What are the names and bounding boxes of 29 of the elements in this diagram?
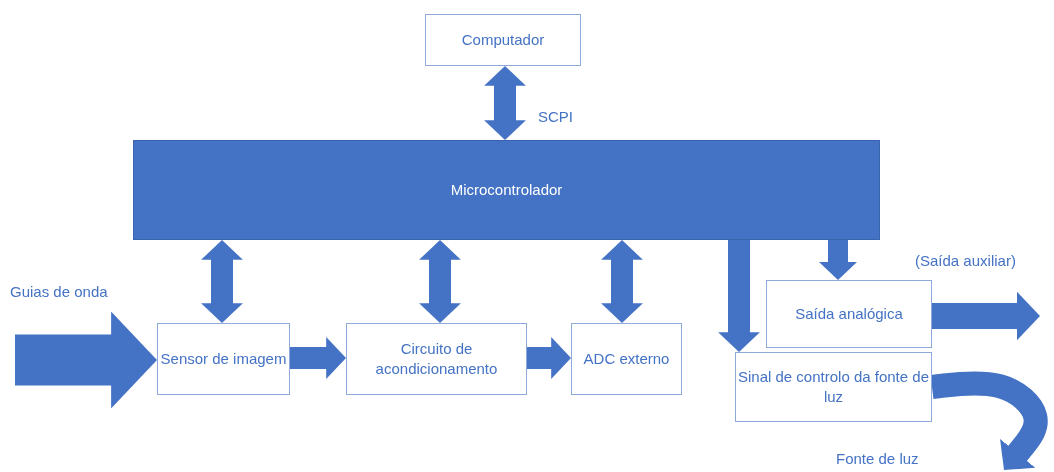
block-arrow bbox=[930, 371, 1048, 470]
block-arrow bbox=[601, 240, 643, 323]
block-arrow bbox=[201, 240, 243, 323]
node-label: Sensor de imagem bbox=[160, 348, 287, 369]
process-box bbox=[735, 352, 932, 422]
block-arrow bbox=[484, 66, 526, 140]
node-label: Circuito de acondicionamento bbox=[374, 338, 499, 379]
block-arrow bbox=[419, 240, 461, 323]
node-label: Sinal de controlo da fonte de luz bbox=[737, 366, 930, 407]
block-arrow bbox=[527, 337, 571, 379]
controller-block bbox=[133, 140, 880, 240]
annotation-text: Guias de onda bbox=[10, 283, 108, 300]
block-arrow bbox=[718, 240, 760, 352]
node-label: Saída analógica bbox=[795, 303, 903, 324]
node-label: ADC externo bbox=[583, 348, 670, 369]
process-box bbox=[425, 14, 581, 66]
process-box bbox=[157, 323, 290, 395]
process-box bbox=[571, 323, 682, 395]
annotation-text: SCPI bbox=[538, 108, 573, 125]
block-arrow bbox=[15, 311, 157, 409]
block-arrow bbox=[819, 240, 857, 280]
block-arrow bbox=[290, 337, 346, 379]
annotation-text: Fonte de luz bbox=[836, 450, 919, 467]
process-box bbox=[346, 323, 527, 395]
process-box bbox=[766, 280, 932, 348]
node-label: Microcontrolador bbox=[450, 179, 563, 200]
annotation-text: (Saída auxiliar) bbox=[915, 252, 1016, 269]
block-arrow bbox=[932, 291, 1040, 341]
node-label: Computador bbox=[461, 29, 545, 50]
